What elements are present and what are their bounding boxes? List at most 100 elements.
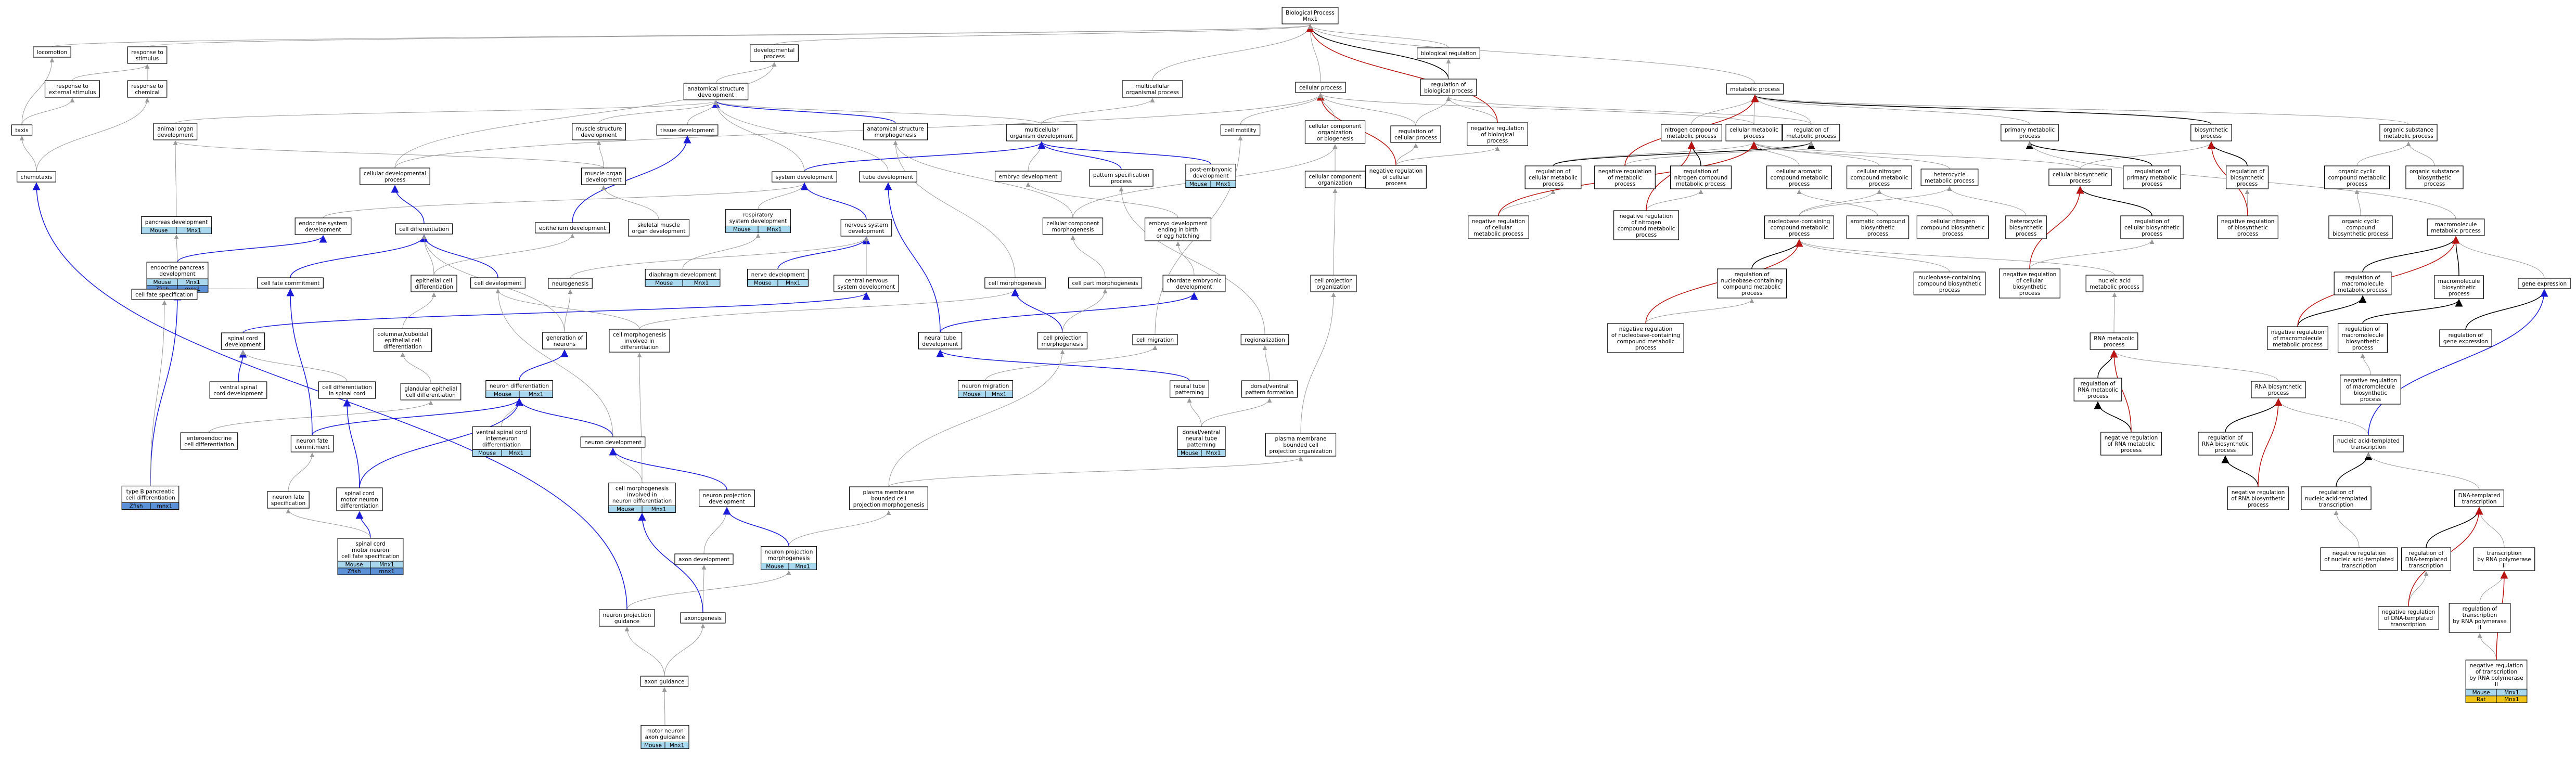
go-term-locomotion[interactable]: locomotion bbox=[33, 46, 71, 58]
go-term-tissue-dev[interactable]: tissue development bbox=[656, 124, 719, 136]
go-term-regionalization[interactable]: regionalization bbox=[1240, 334, 1289, 345]
go-term-cellular-process[interactable]: cellular process bbox=[1295, 82, 1346, 93]
go-term-biological-regulation[interactable]: biological regulation bbox=[1417, 47, 1480, 59]
go-term-reg-macromolecule-bp[interactable]: regulation ofmacromoleculebiosyntheticpr… bbox=[2338, 323, 2388, 353]
go-term-reg-nucleobase-mp[interactable]: regulation ofnucleobase-containingcompou… bbox=[1716, 268, 1787, 299]
go-term-cell-motility[interactable]: cell motility bbox=[1220, 124, 1261, 136]
go-term-endocrine-pancreas-dev[interactable]: endocrine pancreasdevelopmentMouseMnx1Zf… bbox=[146, 262, 209, 293]
go-term-metabolic-process[interactable]: metabolic process bbox=[1726, 83, 1784, 95]
go-term-ventral-cns-neuron-diff[interactable]: ventral spinal cordinterneurondifferenti… bbox=[472, 426, 531, 457]
go-term-axon-guidance[interactable]: axon guidance bbox=[640, 676, 689, 687]
go-term-neuron-development[interactable]: neuron development bbox=[580, 436, 646, 448]
go-term-axon-development[interactable]: axon development bbox=[674, 553, 734, 565]
go-term-cell-development[interactable]: cell development bbox=[470, 277, 526, 289]
go-term-tube-dev[interactable]: tube development bbox=[859, 171, 917, 183]
go-term-chemotaxis[interactable]: chemotaxis bbox=[17, 171, 56, 183]
go-term-epithelium-dev[interactable]: epithelium development bbox=[535, 222, 610, 234]
go-term-system-dev[interactable]: system development bbox=[772, 171, 837, 183]
go-term-cell-part-morphogenesis[interactable]: cell part morphogenesis bbox=[1068, 277, 1143, 289]
